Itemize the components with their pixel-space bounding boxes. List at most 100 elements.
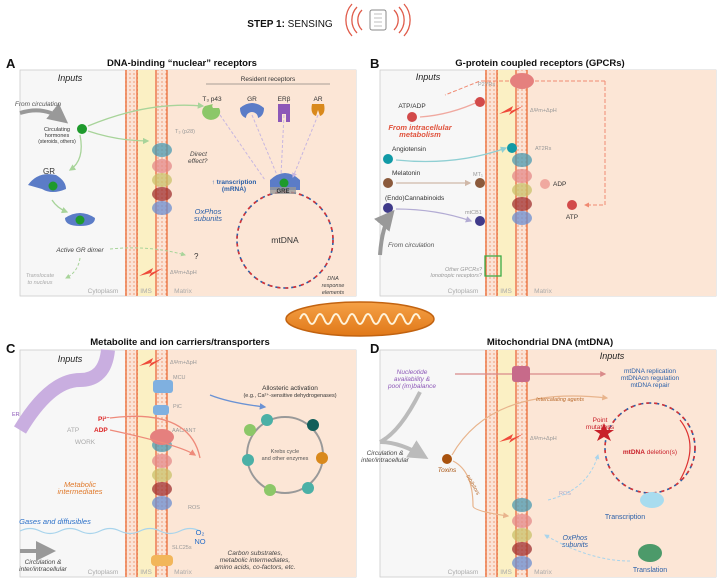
inputs-label: Inputs: [58, 73, 83, 83]
other-gpcr-icon: [484, 255, 502, 277]
inputs-label: Inputs: [600, 351, 625, 361]
melatonin-icon: [383, 178, 393, 188]
p2yrs-label: P2YRs: [478, 82, 495, 88]
hormones-label: (steroids, others): [38, 139, 76, 145]
transporter-icon: [510, 73, 534, 89]
pi-label: Pi²⁻: [98, 416, 110, 423]
atp-adp-icon: [407, 112, 417, 122]
inputs-label: Inputs: [58, 354, 83, 364]
transcription-label: ↑ transcription: [212, 179, 257, 186]
ribosome-icon: [638, 544, 662, 562]
mtdna-output-label: mtDNA replication: [624, 368, 676, 375]
ros-label: ROS: [559, 491, 571, 497]
sensor-chip-icon: [345, 3, 411, 37]
panel-a: A DNA-binding “nuclear” receptors Inputs…: [6, 56, 344, 296]
mcu-label: MCU: [173, 375, 186, 381]
matrix-label: Matrix: [534, 288, 552, 295]
ims-band: [138, 70, 155, 296]
carbon-label: amino acids, co-factors, etc.: [215, 564, 296, 571]
oxphos-complex-icon: [152, 143, 172, 215]
mitochondrion-illustration: [285, 301, 435, 337]
atp-adp-label: ATP/ADP: [398, 103, 425, 110]
direct-effect-label: effect?: [188, 158, 208, 165]
hormones-label: hormones: [45, 133, 70, 139]
membrane: [485, 70, 498, 296]
er-icon: [13, 348, 115, 434]
no-label: NO: [194, 537, 205, 546]
other-gpcrs-label: Other GPCRs?: [445, 267, 483, 273]
metabolic-label: intermediates: [57, 487, 102, 496]
carbon-label: Carbon substrates,: [228, 550, 283, 557]
membrane: [125, 350, 138, 577]
header-title: STEP 1: SENSING: [247, 19, 333, 30]
receptor-ar-label: AR: [313, 96, 322, 103]
angiotensin-icon: [383, 154, 393, 164]
membrane: [125, 70, 138, 296]
oxphos-complex-icon: [512, 498, 532, 570]
dna-response-label: response: [322, 283, 345, 289]
receptor-icons: [202, 103, 325, 122]
direct-effect-label: Direct: [190, 151, 208, 158]
angiotensin-label: Angiotensin: [392, 146, 426, 153]
allosteric-label: Allosteric activation: [262, 385, 318, 392]
ims-band: [138, 350, 155, 577]
pic-label: PiC: [173, 404, 182, 410]
nucleotide-transporter-icon: [512, 366, 530, 382]
slc25-icon: [151, 555, 173, 566]
hormones-label: Circulating: [44, 127, 70, 133]
lightning-bolt-icon: [499, 106, 523, 115]
circulation-label: Circulation &: [25, 559, 62, 566]
nucleotide-label: pool (im)balance: [387, 383, 436, 390]
panel-c: C Metabolite and ion carriers/transporte…: [6, 337, 337, 573]
cytoplasm-label: Cytoplasm: [88, 288, 119, 295]
membrane-potential-label: ΔΨm+ΔpH: [170, 270, 197, 276]
panel-d: D Mitochondrial DNA (mtDNA) Inputs Nucle…: [361, 337, 696, 574]
pic-icon: [153, 405, 169, 415]
cytoplasm-label: Cytoplasm: [448, 288, 479, 295]
mtdna-label: mtDNA: [271, 235, 299, 245]
mt1-label: MT₁: [473, 172, 483, 178]
mtdna-circle-icon: [604, 402, 696, 494]
ims-label: IMS: [140, 288, 152, 295]
circulation-label: inter/intracellular: [361, 457, 410, 464]
oxphos-complex-icon: [152, 438, 172, 510]
circulation-label: Circulation &: [367, 450, 404, 457]
gre-label: GRE: [276, 189, 289, 195]
o2-label: O₂: [196, 528, 205, 537]
oxphos-complex-icon: [512, 153, 532, 225]
active-gr-dimer-label: Active GR dimer: [55, 247, 104, 254]
er-label: ER: [12, 412, 20, 418]
ims-label: IMS: [500, 569, 512, 576]
matrix-label: Matrix: [174, 569, 192, 576]
inputs-label: Inputs: [416, 72, 441, 82]
panel-title: Metabolite and ion carriers/transporters: [90, 337, 270, 348]
membrane: [515, 70, 528, 296]
header: STEP 1: SENSING: [247, 3, 411, 37]
point-mutations-label: Point: [593, 417, 608, 424]
other-gpcrs-label: Ionotropic receptors?: [430, 273, 483, 279]
atp-label: ATP: [566, 214, 578, 221]
nucleotide-label: availability &: [394, 376, 430, 383]
membrane-potential-label: ΔΨm+ΔpH: [530, 436, 557, 442]
hormone-icon: [77, 124, 87, 134]
adp-label: ADP: [553, 181, 566, 188]
metabolic-label: Metabolic: [64, 480, 96, 489]
point-mutation-star-icon: [594, 423, 614, 441]
membrane-potential-label: ΔΨm+ΔpH: [530, 108, 557, 114]
panel-letter: D: [370, 341, 379, 356]
work-label: WORK: [75, 439, 96, 446]
adp-label: ADP: [94, 427, 108, 434]
cytoplasm-label: Cytoplasm: [448, 569, 479, 576]
krebs-label: and other enzymes: [262, 456, 309, 462]
krebs-label: Krebs cycle: [271, 449, 299, 455]
from-intracellular-label: From intracellular: [388, 123, 452, 132]
question-mark: ?: [194, 252, 199, 261]
transcription-label: (mRNA): [222, 186, 246, 193]
cytoplasm-label: Cytoplasm: [88, 569, 119, 576]
circulation-label: inter/intracellular: [19, 566, 68, 573]
mtdna-output-label: mtDNAcn regulation: [621, 375, 680, 382]
lightning-bolt-icon: [139, 358, 163, 367]
